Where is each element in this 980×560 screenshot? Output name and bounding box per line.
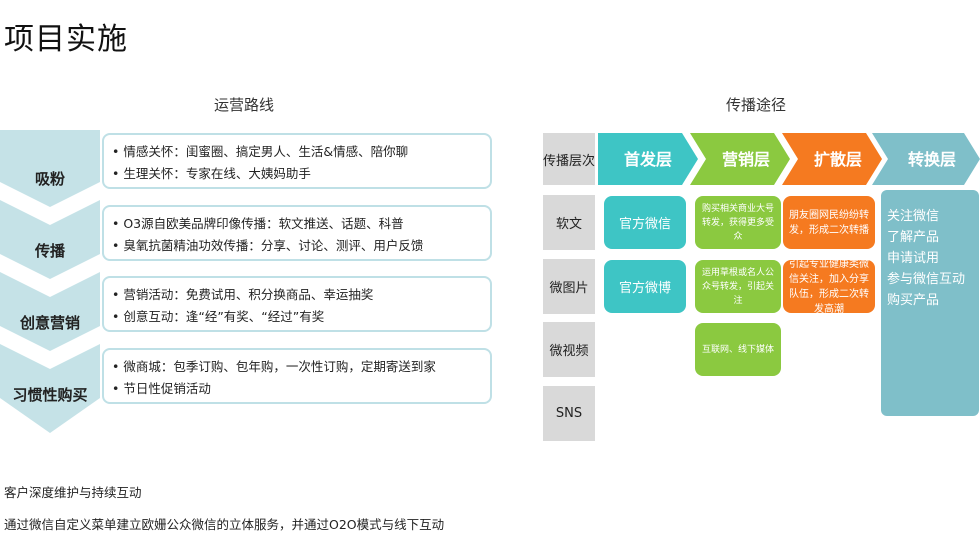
- stage-item: • 节日性促销活动: [112, 381, 211, 396]
- footer-heading: 客户深度维护与持续互动: [4, 485, 142, 500]
- path-title: 传播途径: [726, 96, 787, 114]
- stage-item: • O3源自欧美品牌印像传播：软文推送、话题、科普: [112, 216, 404, 231]
- marketing-layer-cell: 购买相关商业大号转发，获得更多受众: [695, 196, 781, 249]
- row-label-article: 软文: [543, 195, 595, 250]
- row-label-video: 微视频: [543, 322, 595, 377]
- stage-box-fans: • 情感关怀：闺蜜圈、搞定男人、生活&情感、陪你聊 • 生理关怀：专家在线、大姨…: [102, 133, 492, 189]
- convert-item: 申请试用: [887, 251, 940, 266]
- stage-chevrons: [0, 130, 100, 433]
- layer-spread-label: 扩散层: [814, 150, 862, 169]
- first-layer-weibo: 官方微博: [604, 260, 686, 313]
- stage-item: • 臭氧抗菌精油功效传播：分享、讨论、测评、用户反馈: [112, 238, 424, 253]
- operations-title: 运营路线: [214, 96, 275, 114]
- stage-item: • 营销活动：免费试用、积分换商品、幸运抽奖: [112, 287, 374, 302]
- row-label-image: 微图片: [543, 259, 595, 314]
- layer-chevron-spread: 扩散层: [782, 133, 882, 185]
- spread-layer-cell: 朋友圈网民纷纷转发，形成二次转播: [783, 196, 875, 249]
- spread-layer-cell: 引起专业健康类微信关注，加入分享队伍，形成二次转发高潮: [783, 259, 875, 315]
- stage-chevron-3: [0, 272, 100, 351]
- layer-chevron-convert: 转换层: [872, 133, 980, 185]
- stage-item: • 生理关怀：专家在线、大姨妈助手: [112, 166, 311, 181]
- convert-item: 购买产品: [887, 293, 940, 308]
- marketing-layer-cell: 运用草根或名人公众号转发，引起关注: [695, 260, 781, 313]
- stage-item: • 创意互动：逢“经”有奖、“经过”有奖: [112, 309, 325, 324]
- path-header-label: 传播层次: [543, 133, 595, 185]
- convert-layer-panel: 关注微信 了解产品 申请试用 参与微信互动 购买产品: [881, 190, 979, 416]
- stage-chevron-4: [0, 344, 100, 433]
- layer-convert-label: 转换层: [908, 150, 956, 169]
- stage-box-spread: • O3源自欧美品牌印像传播：软文推送、话题、科普 • 臭氧抗菌精油功效传播：分…: [102, 205, 492, 261]
- layer-chevron-marketing: 营销层: [690, 133, 790, 185]
- stage-label-creative: 创意营销: [19, 314, 80, 332]
- footer-description: 通过微信自定义菜单建立欧姗公众微信的立体服务，并通过O2O模式与线下互动: [4, 517, 445, 532]
- stage-item: • 情感关怀：闺蜜圈、搞定男人、生活&情感、陪你聊: [112, 144, 409, 159]
- row-label-sns: SNS: [543, 386, 595, 441]
- layer-chevron-first: 首发层: [598, 133, 698, 185]
- stage-label-fans: 吸粉: [34, 170, 65, 188]
- convert-item: 了解产品: [887, 230, 940, 245]
- stage-item: • 微商城：包季订购、包年购，一次性订购，定期寄送到家: [112, 359, 436, 374]
- layer-first-label: 首发层: [624, 150, 672, 169]
- convert-item: 参与微信互动: [887, 272, 966, 287]
- layer-marketing-label: 营销层: [722, 150, 770, 169]
- convert-item: 关注微信: [887, 209, 940, 224]
- page-title: 项目实施: [4, 22, 128, 57]
- stage-box-habit: • 微商城：包季订购、包年购，一次性订购，定期寄送到家 • 节日性促销活动: [102, 348, 492, 404]
- stage-chevron-1: [0, 130, 100, 207]
- stage-label-habit: 习惯性购买: [12, 386, 88, 404]
- first-layer-wechat: 官方微信: [604, 196, 686, 249]
- stage-label-spread: 传播: [34, 242, 65, 260]
- marketing-layer-cell: 互联网、线下媒体: [695, 323, 781, 376]
- stage-box-creative: • 营销活动：免费试用、积分换商品、幸运抽奖 • 创意互动：逢“经”有奖、“经过…: [102, 276, 492, 332]
- stage-chevron-2: [0, 200, 100, 279]
